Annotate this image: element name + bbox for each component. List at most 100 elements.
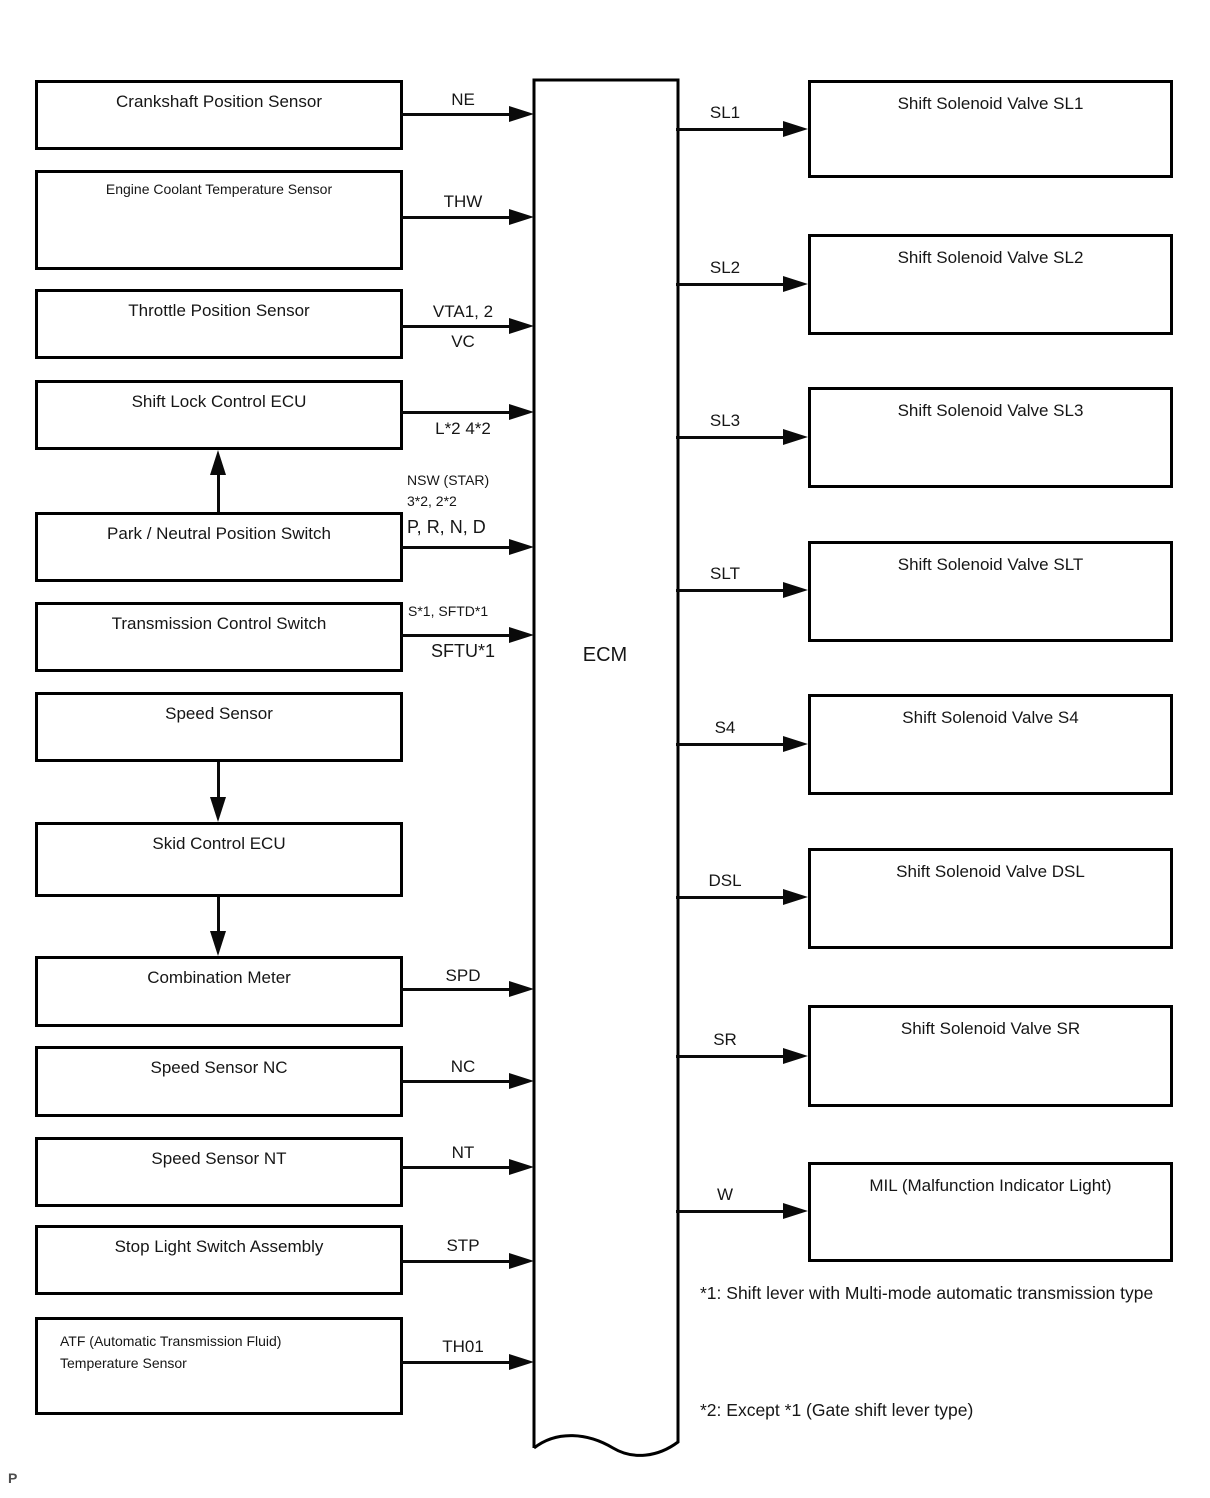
signal-label-sftu1: SFTU*1 [430,641,495,661]
signal-label-prnd: P, R, N, D [407,517,486,537]
signal-line [401,546,514,549]
box-label: Skid Control ECU [152,834,286,853]
connector-prnd [401,539,534,555]
input-box-engine-coolant-temperature-sensor: Engine Coolant Temperature Sensor [35,170,403,270]
arrowhead-right-icon [783,736,808,752]
signal-label-stp: STP [446,1236,480,1255]
box-label-line1: ATF (Automatic Transmission Fluid) [60,1333,282,1349]
signal-line [217,470,220,512]
signal-line [676,128,788,131]
signal-label-sl3: SL3 [709,411,741,430]
box-label: Speed Sensor NT [151,1149,287,1168]
input-box-skid-control-ecu: Skid Control ECU [35,822,403,897]
footnote-2: *2: Except *1 (Gate shift lever type) [700,1400,974,1420]
signal-label-spd: SPD [445,966,481,985]
signal-label-l2-42: L*2 4*2 [435,419,491,438]
arrowhead-right-icon [509,1253,534,1269]
signal-line [401,634,514,637]
arrowhead-right-icon [509,1073,534,1089]
box-label: Shift Solenoid Valve SL1 [897,94,1084,113]
signal-label-sl1: SL1 [709,103,741,122]
signal-label-nt: NT [451,1143,475,1162]
connector-sr [676,1048,808,1064]
box-label: Shift Lock Control ECU [131,392,307,411]
output-box-shift-solenoid-valve-s4: Shift Solenoid Valve S4 [808,694,1173,795]
connector-skid-control-to-combination-meter [210,897,227,956]
input-box-speed-sensor-nc: Speed Sensor NC [35,1046,403,1117]
arrowhead-right-icon [509,106,534,122]
input-box-speed-sensor: Speed Sensor [35,692,403,762]
arrowhead-right-icon [509,318,534,334]
signal-line [401,216,514,219]
box-label: Shift Solenoid Valve S4 [902,708,1079,727]
box-label: ATF (Automatic Transmission Fluid) Tempe… [38,1320,400,1374]
input-box-atf-temperature-sensor: ATF (Automatic Transmission Fluid) Tempe… [35,1317,403,1415]
signal-line [401,113,514,116]
input-box-transmission-control-switch: Transmission Control Switch [35,602,403,672]
signal-label-sr: SR [713,1030,737,1049]
box-label: Shift Solenoid Valve SL3 [897,401,1084,420]
arrowhead-right-icon [509,209,534,225]
connector-l2-42 [401,404,534,420]
output-box-mil: MIL (Malfunction Indicator Light) [808,1162,1173,1262]
connector-spd [401,981,534,997]
signal-line [401,1260,514,1263]
signal-line [676,896,788,899]
input-box-combination-meter: Combination Meter [35,956,403,1027]
arrowhead-right-icon [783,429,808,445]
arrowhead-right-icon [783,889,808,905]
box-label: Shift Solenoid Valve SL2 [897,248,1084,267]
arrowhead-right-icon [509,1354,534,1370]
arrowhead-right-icon [783,276,808,292]
arrowhead-right-icon [783,582,808,598]
arrowhead-right-icon [509,539,534,555]
arrowhead-right-icon [783,1048,808,1064]
box-label: Shift Solenoid Valve DSL [896,862,1085,881]
ecm-box-outline [532,78,680,1457]
arrowhead-right-icon [509,627,534,643]
arrowhead-up-icon [210,450,226,475]
signal-label-nc: NC [450,1057,476,1076]
signal-label-slt: SLT [710,564,740,583]
ecm-label: ECM [582,644,628,666]
signal-line [676,283,788,286]
signal-line [401,1080,514,1083]
box-label: Speed Sensor NC [150,1058,288,1077]
signal-line [676,1210,788,1213]
box-label: Shift Solenoid Valve SR [900,1019,1081,1038]
box-label: Shift Solenoid Valve SLT [897,555,1084,574]
box-label: MIL (Malfunction Indicator Light) [869,1176,1112,1195]
box-label: Crankshaft Position Sensor [116,92,322,111]
box-label: Park / Neutral Position Switch [107,524,331,543]
connector-park-neutral-to-shift-lock [210,450,227,512]
box-label: Combination Meter [147,968,291,987]
input-box-speed-sensor-nt: Speed Sensor NT [35,1137,403,1207]
connector-stp [401,1253,534,1269]
signal-label-s1-sftd1: S*1, SFTD*1 [408,603,489,619]
input-box-stop-light-switch-assembly: Stop Light Switch Assembly [35,1225,403,1295]
output-box-shift-solenoid-valve-sl3: Shift Solenoid Valve SL3 [808,387,1173,488]
arrowhead-right-icon [509,981,534,997]
signal-line [676,743,788,746]
connector-sftu [401,627,534,643]
input-box-throttle-position-sensor: Throttle Position Sensor [35,289,403,359]
arrowhead-right-icon [783,1203,808,1219]
box-label: Engine Coolant Temperature Sensor [105,181,333,197]
box-label: Stop Light Switch Assembly [114,1237,324,1256]
signal-label-nsw-star: NSW (STAR) [407,472,490,488]
signal-line [676,1055,788,1058]
signal-line [401,988,514,991]
connector-ne [401,106,534,122]
box-label: Speed Sensor [165,704,273,723]
connector-sl3 [676,429,808,445]
output-box-shift-solenoid-valve-sr: Shift Solenoid Valve SR [808,1005,1173,1107]
footnote-1: *1: Shift lever with Multi-mode automati… [700,1283,1154,1303]
connector-nc [401,1073,534,1089]
connector-s4 [676,736,808,752]
box-label-line2: Temperature Sensor [60,1354,187,1371]
signal-label-vta: VTA1, 2 [432,302,494,321]
signal-line [676,589,788,592]
box-label: Transmission Control Switch [111,614,327,633]
signal-label-vc: VC [451,332,475,351]
